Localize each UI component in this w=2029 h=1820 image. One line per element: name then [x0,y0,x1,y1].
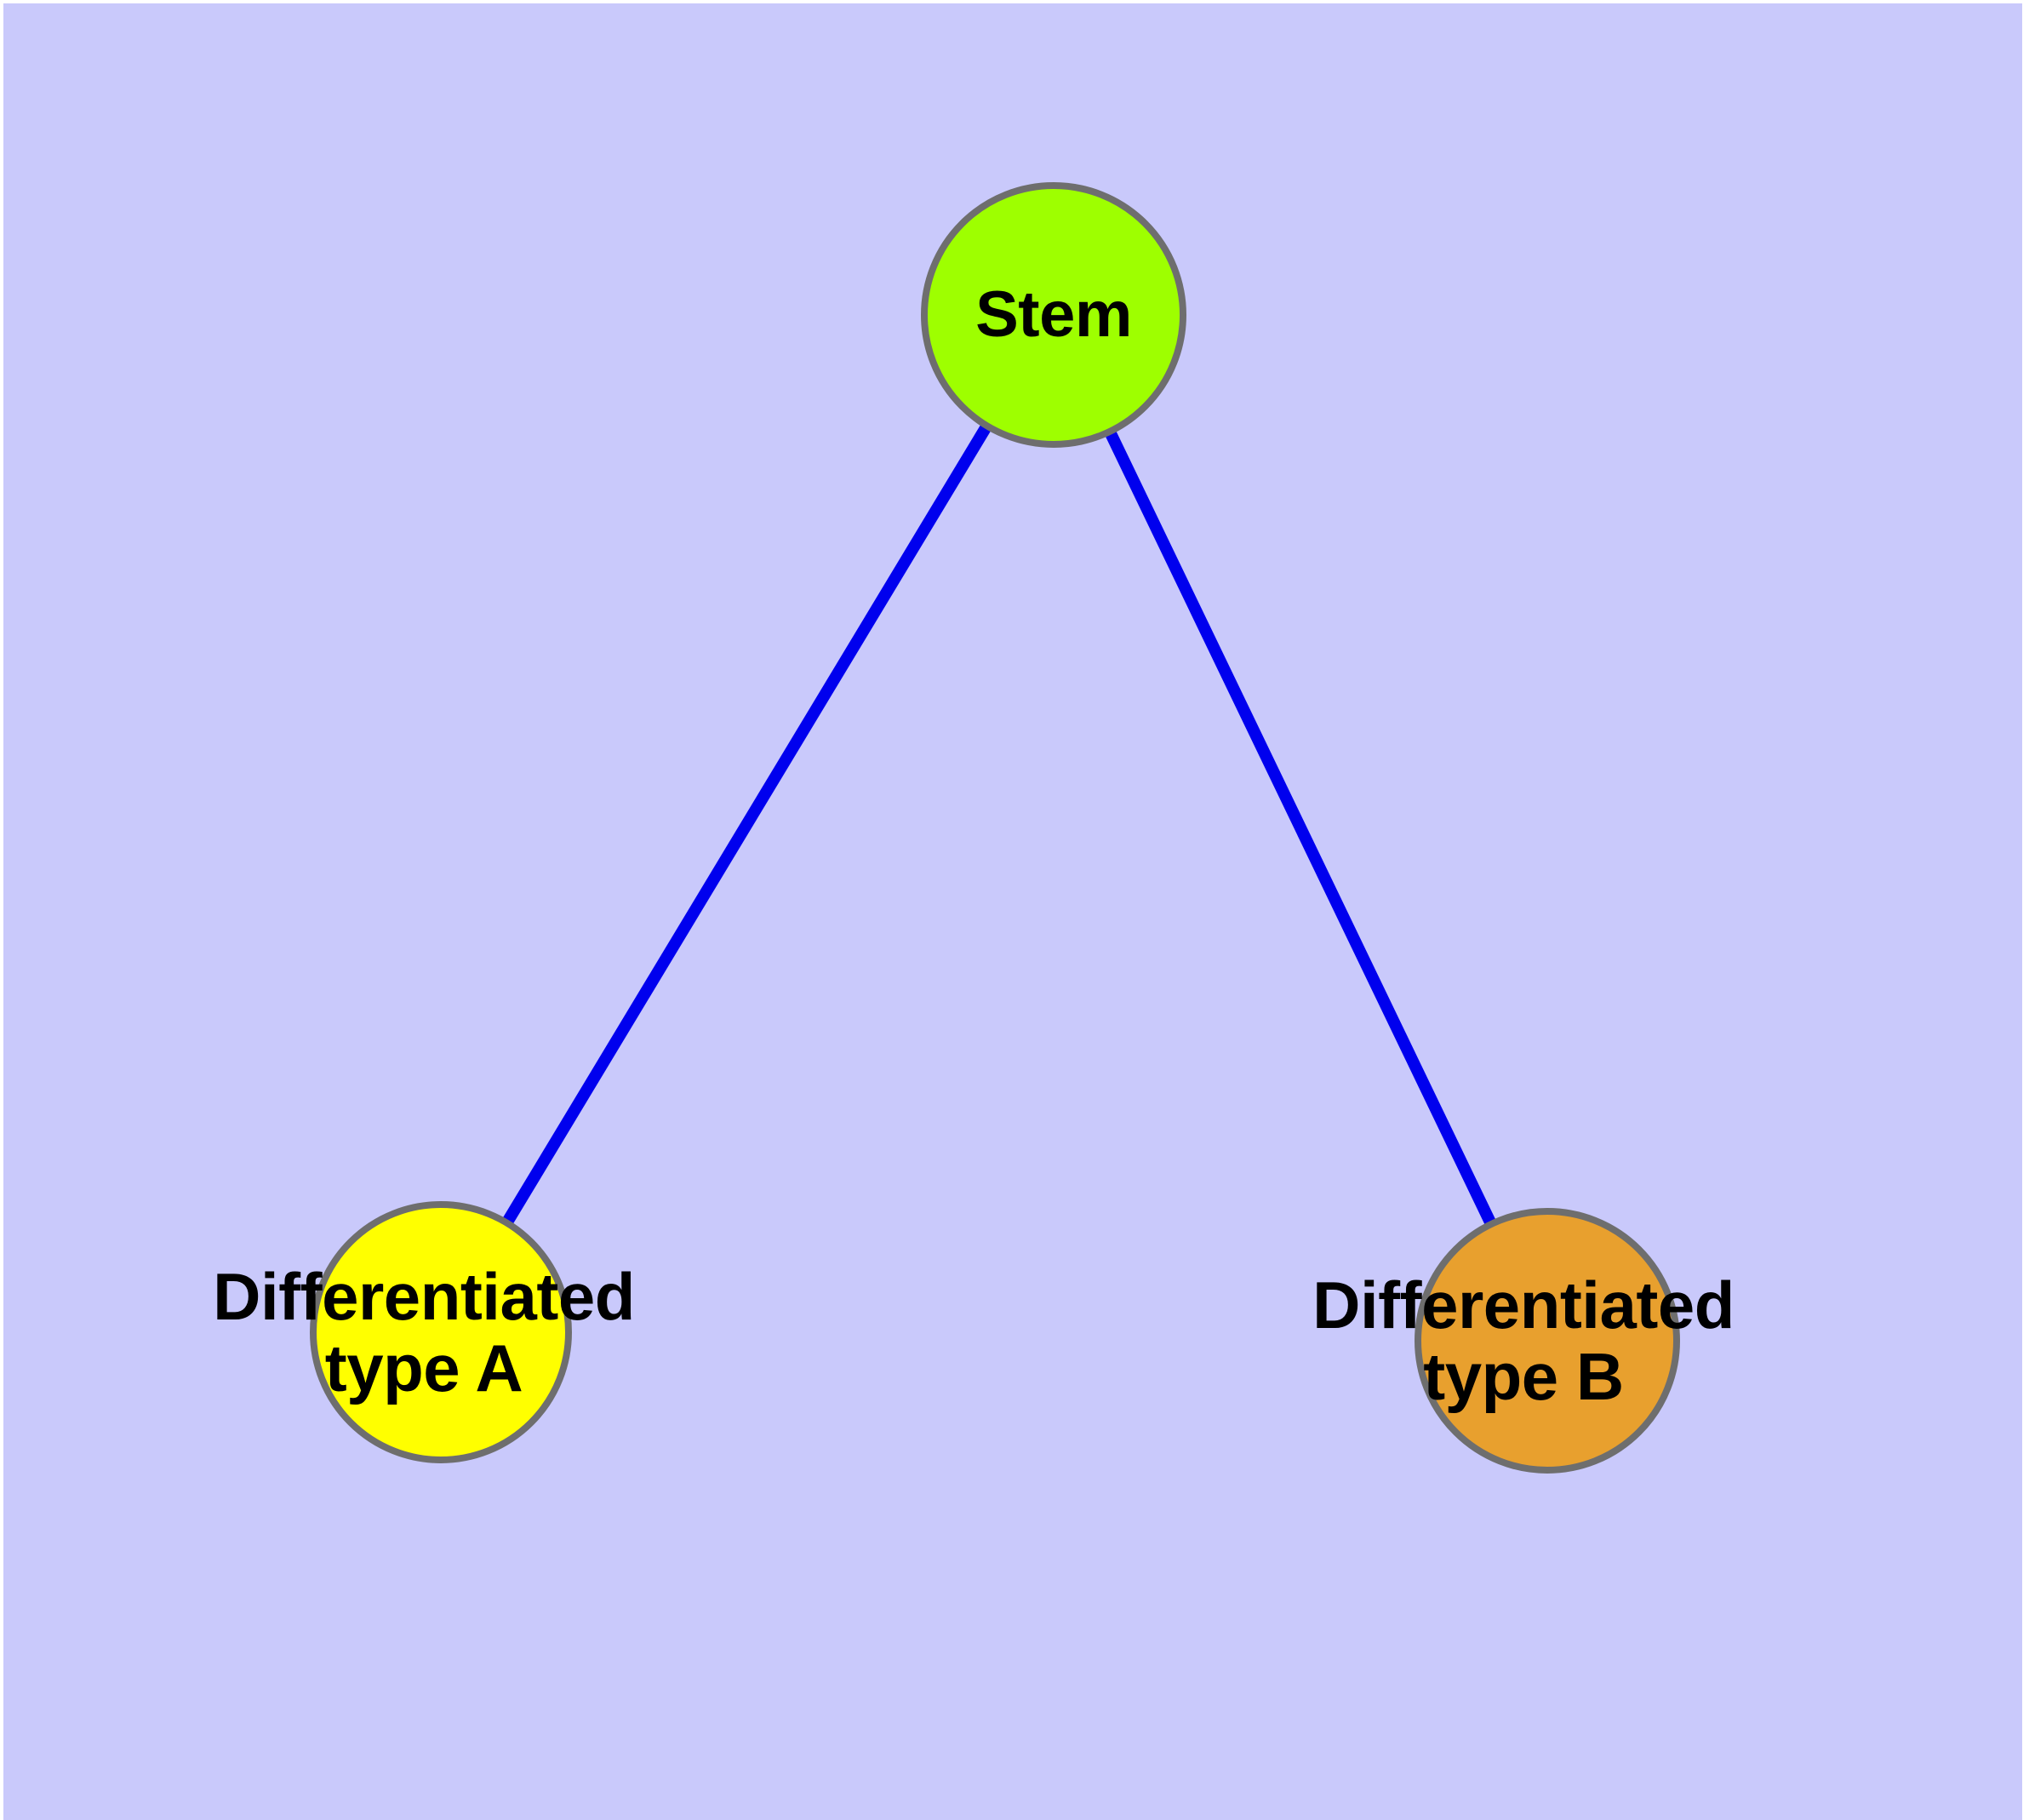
node-circle-differentiated-type-a[interactable] [310,1201,572,1463]
edge-group [501,422,1497,1228]
node-circle-differentiated-type-b[interactable] [1415,1208,1680,1474]
edge-stem-to-differentiated-type-a[interactable] [501,422,992,1227]
node-group [310,182,1680,1474]
node-circle-stem[interactable] [921,182,1186,448]
edge-stem-to-differentiated-type-b[interactable] [1104,428,1497,1228]
